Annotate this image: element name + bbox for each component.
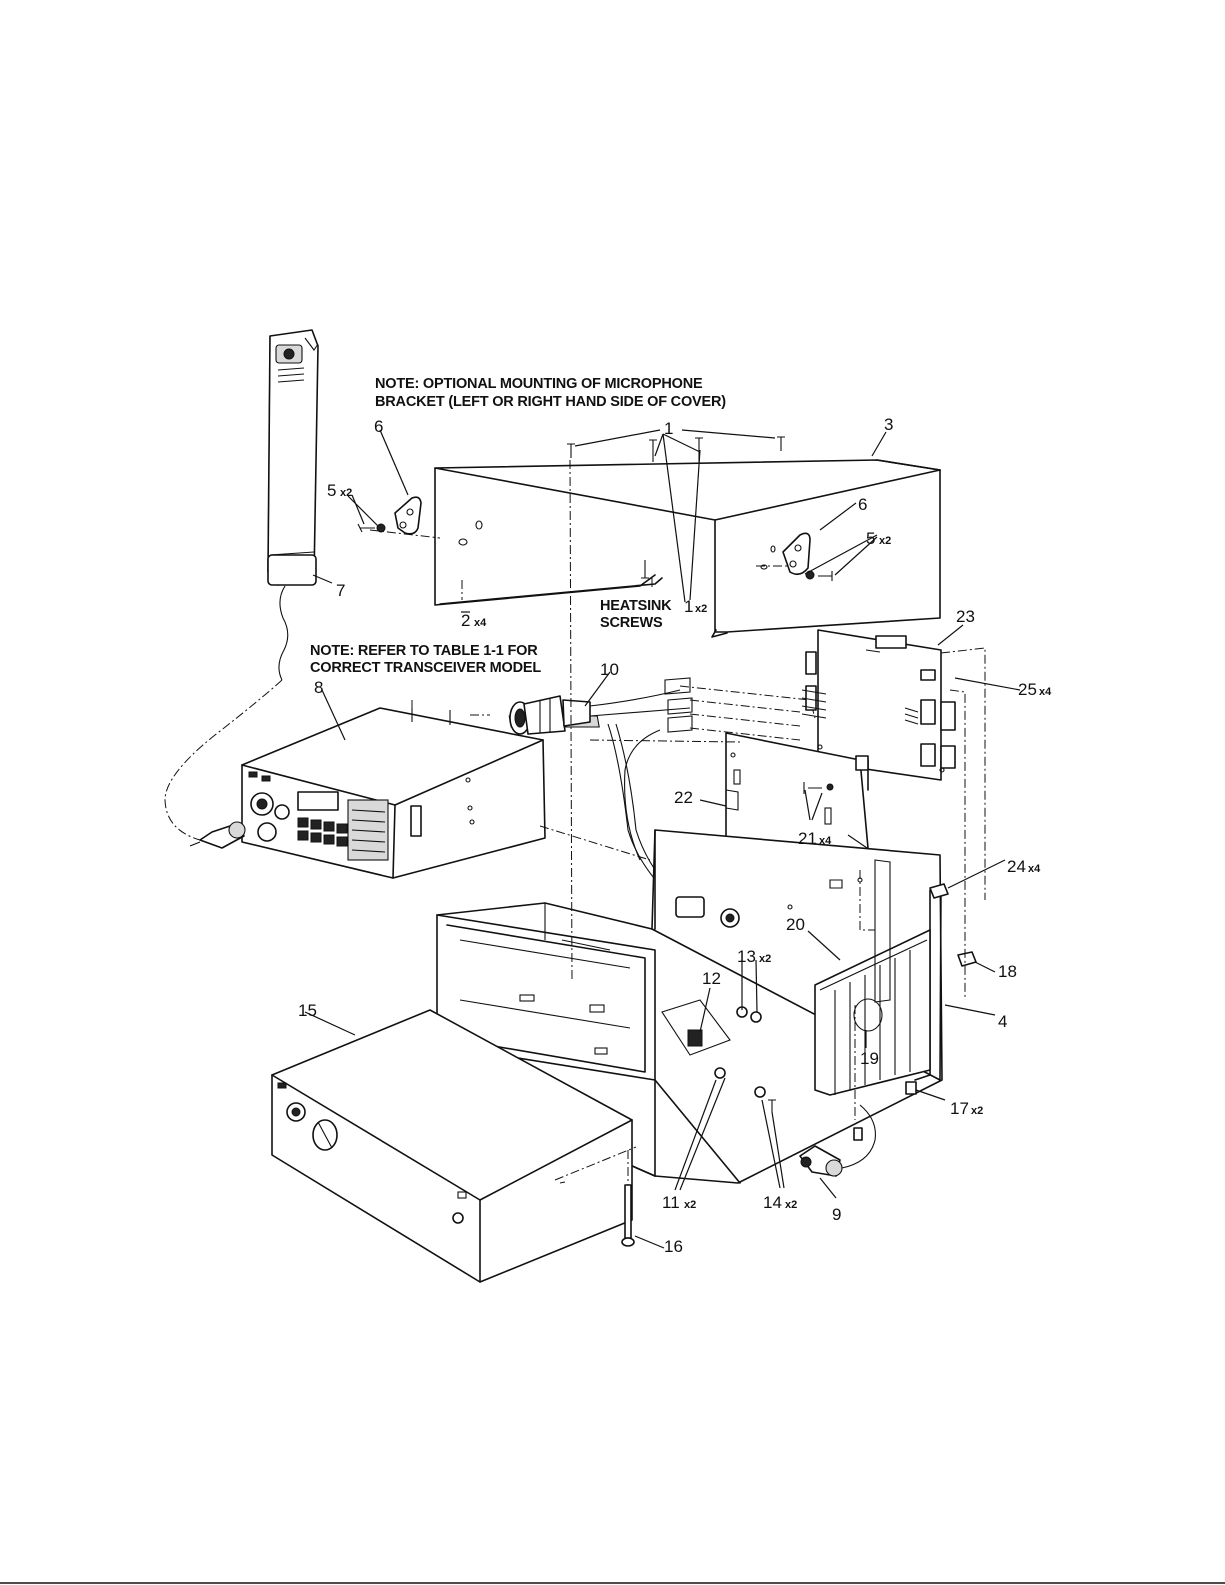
microphone-plug xyxy=(190,822,245,848)
callout-5a-qty: x2 xyxy=(340,487,352,499)
callout-10: 10 xyxy=(600,660,619,679)
speaker-grille xyxy=(348,800,388,860)
callout-3: 3 xyxy=(884,415,893,434)
callout-5b: 5 xyxy=(866,529,875,548)
callout-11-qty: x2 xyxy=(684,1199,696,1211)
callout-6b: 6 xyxy=(858,495,867,514)
callout-16: 16 xyxy=(664,1237,683,1256)
note-table-line1: NOTE: REFER TO TABLE 1-1 FOR xyxy=(310,643,538,659)
callout-1b: 1 xyxy=(684,597,693,616)
heatsink-label-line1: HEATSINK xyxy=(600,598,672,614)
callout-6a: 6 xyxy=(374,417,383,436)
callout-17: 17 xyxy=(950,1099,969,1118)
callout-2: 2 xyxy=(461,611,470,630)
callout-24-qty: x4 xyxy=(1028,863,1041,875)
callout-20: 20 xyxy=(786,915,805,934)
callout-7: 7 xyxy=(336,581,345,600)
heatsink-label-line2: SCREWS xyxy=(600,615,663,631)
callout-5a: 5 xyxy=(327,481,336,500)
callout-23: 23 xyxy=(956,607,975,626)
callout-4: 4 xyxy=(998,1012,1007,1031)
callout-15: 15 xyxy=(298,1001,317,1020)
callout-8: 8 xyxy=(314,678,323,697)
callout-21-qty: x4 xyxy=(819,835,832,847)
callout-19: 19 xyxy=(860,1049,879,1068)
callout-14-qty: x2 xyxy=(785,1199,797,1211)
callout-11: 11 xyxy=(662,1193,680,1212)
note-mounting-line2: BRACKET (LEFT OR RIGHT HAND SIDE OF COVE… xyxy=(375,394,726,410)
callout-25: 25 xyxy=(1018,680,1037,699)
callout-13: 13 xyxy=(737,947,756,966)
callout-18: 18 xyxy=(998,962,1017,981)
callout-1: 1 xyxy=(664,419,673,438)
callout-14: 14 xyxy=(763,1193,782,1212)
callout-5b-qty: x2 xyxy=(879,535,891,547)
callout-12: 12 xyxy=(702,969,721,988)
callout-17-qty: x2 xyxy=(971,1105,983,1117)
power-connector xyxy=(510,690,690,734)
callout-13-qty: x2 xyxy=(759,953,771,965)
callout-22: 22 xyxy=(674,788,693,807)
callout-24: 24 xyxy=(1007,857,1026,876)
callout-21: 21 xyxy=(798,829,817,848)
transceiver-unit xyxy=(242,708,599,878)
note-mounting-line1: NOTE: OPTIONAL MOUNTING OF MICROPHONE xyxy=(375,376,703,392)
callout-9: 9 xyxy=(832,1205,841,1224)
callout-1b-qty: x2 xyxy=(695,603,707,615)
note-table-line2: CORRECT TRANSCEIVER MODEL xyxy=(310,660,541,676)
callout-25-qty: x4 xyxy=(1039,686,1052,698)
callout-2-qty: x4 xyxy=(474,617,487,629)
